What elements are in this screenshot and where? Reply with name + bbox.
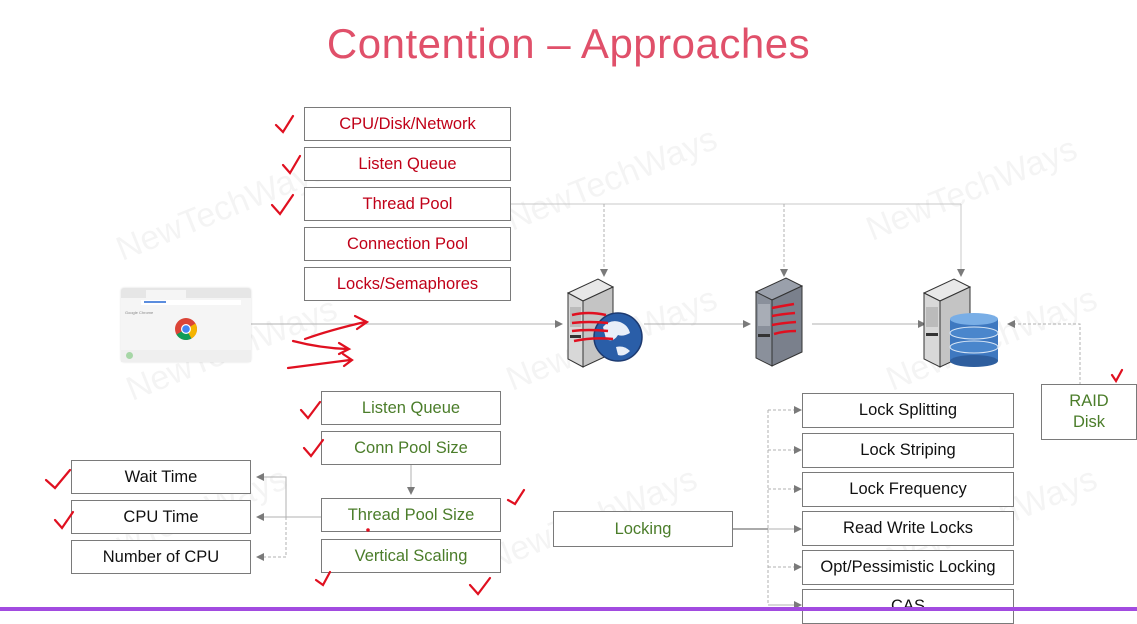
source-listen-queue: Listen Queue bbox=[304, 147, 511, 181]
source-locks-semaphores: Locks/Semaphores bbox=[304, 267, 511, 301]
app-server-icon bbox=[754, 277, 804, 367]
checkmark-icon bbox=[314, 570, 332, 587]
lock-technique: Read Write Locks bbox=[802, 511, 1014, 546]
source-connection-pool: Connection Pool bbox=[304, 227, 511, 261]
source-thread-pool: Thread Pool bbox=[304, 187, 511, 221]
lock-technique: Lock Splitting bbox=[802, 393, 1014, 428]
checkmark-icon bbox=[506, 488, 526, 506]
request-arrow-icon bbox=[286, 352, 354, 370]
checkmark-icon bbox=[274, 114, 295, 134]
request-arrow-icon bbox=[291, 339, 352, 356]
factor-cpu-time: CPU Time bbox=[71, 500, 251, 534]
lock-technique: Lock Striping bbox=[802, 433, 1014, 468]
factor-wait-time: Wait Time bbox=[71, 460, 251, 494]
watermark: NewTechWays bbox=[111, 150, 333, 270]
slide-bottom-bar bbox=[0, 607, 1137, 611]
tune-listen-queue: Listen Queue bbox=[321, 391, 501, 425]
source-cpu-disk-network: CPU/Disk/Network bbox=[304, 107, 511, 141]
database-server-icon bbox=[922, 278, 999, 368]
request-arrow-icon bbox=[303, 314, 370, 341]
checkmark-icon bbox=[270, 193, 295, 216]
checkmark-icon bbox=[281, 154, 302, 175]
raid-line bbox=[1007, 320, 1081, 385]
web-server-globe-icon bbox=[566, 278, 643, 368]
chrome-browser-icon: Google Chrome bbox=[121, 288, 251, 362]
slide-title: Contention – Approaches bbox=[326, 20, 811, 67]
watermark: NewTechWays bbox=[501, 120, 723, 240]
lock-technique: Lock Frequency bbox=[802, 472, 1014, 507]
watermark: NewTechWays bbox=[861, 130, 1083, 250]
thread-to-wait-line bbox=[256, 473, 287, 517]
chrome-logo-icon bbox=[175, 318, 197, 340]
raid-disk: RAID Disk bbox=[1041, 384, 1137, 440]
checkmark-icon bbox=[1110, 368, 1124, 384]
checkmark-icon bbox=[468, 576, 492, 596]
tune-vertical-scaling: Vertical Scaling bbox=[321, 539, 501, 573]
locking-box: Locking bbox=[553, 511, 733, 547]
thread-to-ncpu-line bbox=[256, 517, 287, 561]
checkmark-icon bbox=[299, 400, 322, 420]
browser-label: Google Chrome bbox=[125, 310, 154, 315]
checkmark-icon bbox=[44, 468, 72, 490]
tune-conn-pool-size: Conn Pool Size bbox=[321, 431, 501, 465]
factor-number-of-cpu: Number of CPU bbox=[71, 540, 251, 574]
lock-technique: Opt/Pessimistic Locking bbox=[802, 550, 1014, 585]
tune-thread-pool-size: Thread Pool Size bbox=[321, 498, 501, 532]
